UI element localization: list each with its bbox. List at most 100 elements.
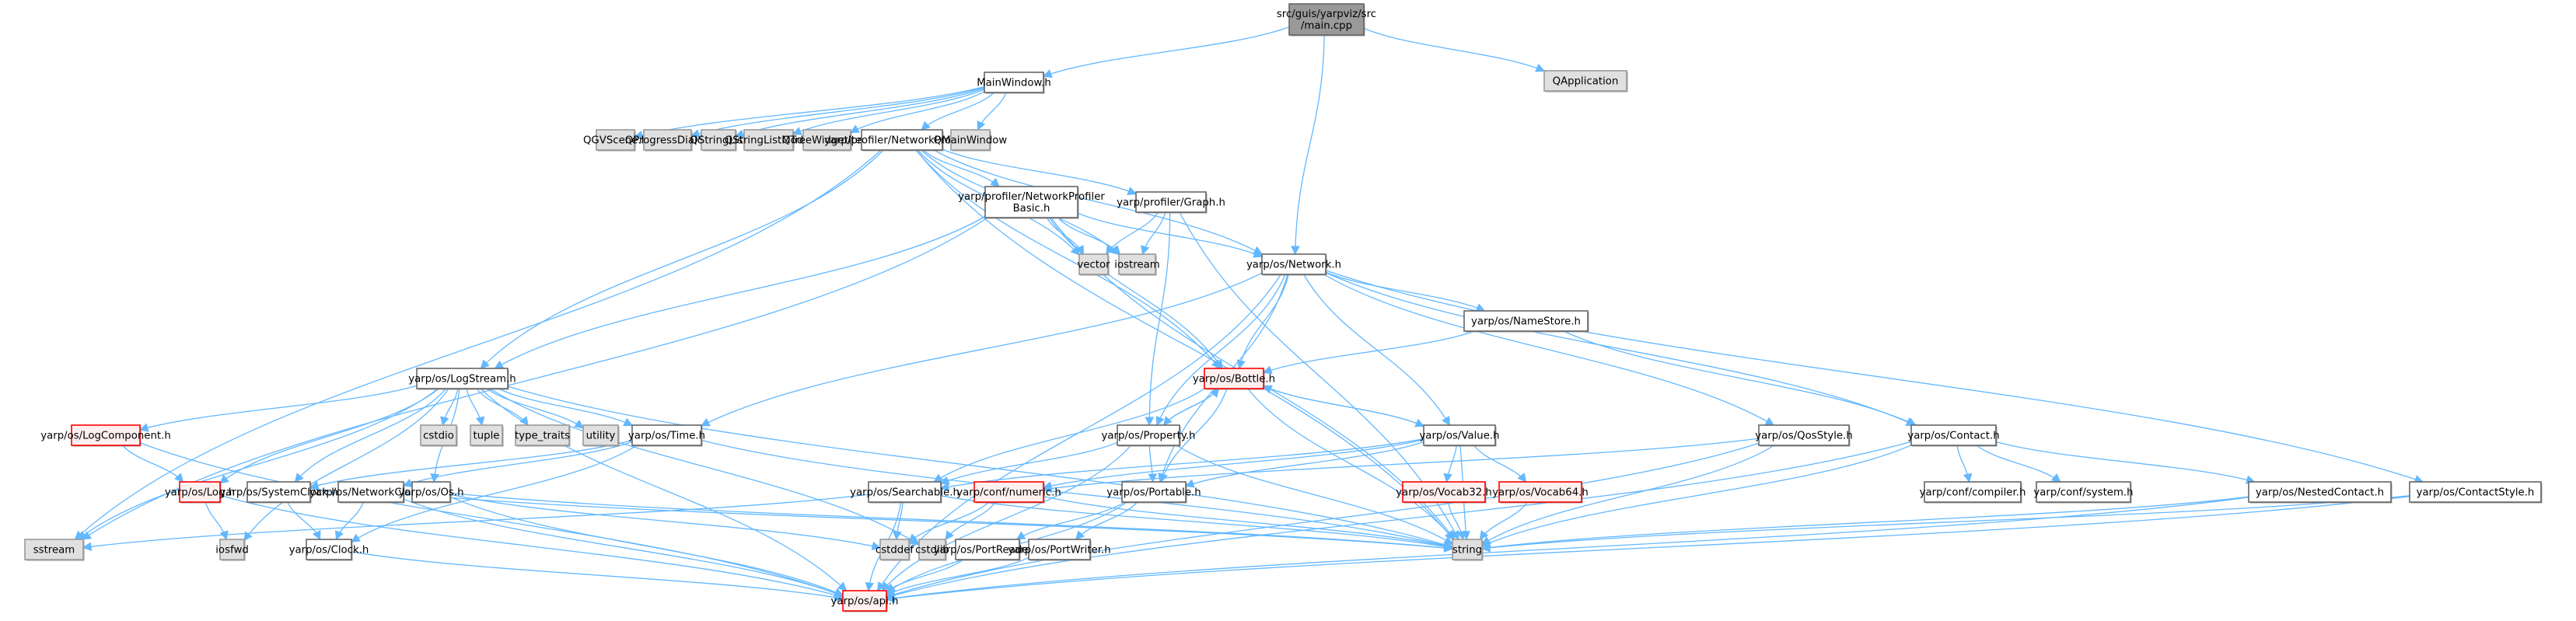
edge-LogComponent-to-api — [139, 441, 844, 598]
node-Portable[interactable]: yarp/os/Portable.h — [1106, 481, 1201, 504]
node-label: yarp/os/LogComponent.h — [40, 431, 171, 442]
node-LogStream[interactable]: yarp/os/LogStream.h — [408, 368, 516, 390]
node-box — [1204, 368, 1264, 389]
node-label: QStringListModel — [725, 135, 813, 147]
edge-NestedContact-to-string — [1480, 496, 2249, 553]
node-cstdlib[interactable]: cstdlib — [915, 539, 949, 561]
node-label: yarp/os/Log.h — [165, 487, 235, 499]
node-label: yarp/os/NestedContact.h — [2256, 487, 2384, 499]
node-QStringListModel[interactable]: QStringListModel — [725, 129, 813, 152]
edges-layer — [74, 26, 2424, 603]
node-Log[interactable]: yarp/os/Log.h — [165, 481, 235, 504]
edge-Network-to-QosStyle — [1323, 274, 1775, 426]
node-main[interactable]: src/guis/yarpviz/src/main.cpp — [1277, 3, 1376, 37]
node-label: /main.cpp — [1301, 20, 1352, 32]
node-label: yarp/os/ContactStyle.h — [2417, 487, 2535, 499]
node-SystemClock[interactable]: yarp/os/SystemClock.h — [219, 481, 338, 504]
node-QGVScene[interactable]: QGVScene.h — [583, 129, 648, 152]
node-label: yarp/conf/compiler.h — [1920, 487, 2026, 499]
node-sstream[interactable]: sstream — [24, 539, 85, 561]
node-Clock[interactable]: yarp/os/Clock.h — [289, 539, 369, 561]
node-ContactStyle[interactable]: yarp/os/ContactStyle.h — [2409, 481, 2543, 504]
node-PortWriter[interactable]: yarp/os/PortWriter.h — [1008, 539, 1111, 561]
edge-MainWindow-to-QTreeWidgetItem — [849, 91, 985, 134]
node-Value[interactable]: yarp/os/Value.h — [1419, 424, 1500, 447]
node-string[interactable]: string — [1452, 539, 1484, 561]
node-QStringList[interactable]: QStringList — [690, 129, 747, 152]
node-Bottle[interactable]: yarp/os/Bottle.h — [1193, 368, 1275, 390]
node-label: yarp/os/Os.h — [399, 487, 464, 499]
node-QApplication[interactable]: QApplication — [1543, 70, 1628, 92]
node-QProgressDialog[interactable]: QProgressDialog — [625, 129, 711, 152]
edge-MainWindow-to-QStringListModel — [792, 89, 985, 135]
node-Vocab64[interactable]: yarp/os/Vocab64.h — [1492, 481, 1589, 504]
node-QTreeWidgetItem[interactable]: QTreeWidgetItem — [782, 129, 872, 152]
node-iosfwd[interactable]: iosfwd — [215, 539, 249, 561]
node-label: MainWindow.h — [977, 78, 1051, 89]
node-NetworkClock[interactable]: yarp/os/NetworkClock.h — [309, 481, 432, 504]
node-LogComponent[interactable]: yarp/os/LogComponent.h — [40, 424, 171, 447]
node-NameStore[interactable]: yarp/os/NameStore.h — [1463, 310, 1589, 333]
edge-Property-to-Bottle — [1163, 388, 1220, 426]
edge-numeric-to-cstdlib — [945, 501, 996, 541]
node-utility[interactable]: utility — [582, 424, 620, 447]
node-Time[interactable]: yarp/os/Time.h — [628, 424, 705, 447]
node-label: QStringList — [690, 135, 746, 147]
node-iostream[interactable]: iostream — [1114, 253, 1160, 276]
edge-QosStyle-to-api — [885, 442, 1760, 599]
node-Property[interactable]: yarp/os/Property.h — [1102, 424, 1196, 447]
edge-Portable-to-PortReader — [1015, 501, 1125, 540]
node-box — [950, 129, 991, 151]
node-cstddef[interactable]: cstddef — [876, 539, 914, 561]
node-label: yarp/os/Portable.h — [1106, 487, 1201, 499]
node-label: cstddef — [876, 545, 914, 556]
edge-Contact-to-api — [885, 441, 1912, 600]
node-numeric[interactable]: yarp/conf/numeric.h — [956, 481, 1061, 504]
edge-Searchable-to-sstream — [82, 494, 869, 552]
node-Searchable[interactable]: yarp/os/Searchable.h — [850, 481, 959, 504]
node-Network[interactable]: yarp/os/Network.h — [1246, 253, 1341, 276]
node-QosStyle[interactable]: yarp/os/QosStyle.h — [1755, 424, 1853, 447]
edge-MainWindow-to-QProgressDialog — [690, 86, 985, 138]
edge-MainWindow-to-QStringList — [734, 87, 985, 138]
node-type_traits[interactable]: type_traits — [515, 424, 571, 447]
edge-numeric-to-string — [1043, 495, 1454, 551]
node-box — [955, 539, 1020, 560]
edge-Portable-to-PortWriter — [1075, 501, 1138, 540]
node-label: QProgressDialog — [625, 135, 711, 147]
node-vector[interactable]: vector — [1077, 253, 1110, 276]
node-box — [1261, 253, 1326, 275]
node-MainWindow[interactable]: MainWindow.h — [977, 72, 1051, 94]
edge-LogStream-to-sstream — [77, 388, 439, 540]
node-NestedContact[interactable]: yarp/os/NestedContact.h — [2248, 481, 2392, 504]
node-Os[interactable]: yarp/os/Os.h — [399, 481, 464, 504]
node-system[interactable]: yarp/conf/system.h — [2033, 481, 2134, 504]
node-tuple[interactable]: tuple — [470, 424, 504, 447]
node-QMainWindow[interactable]: QMainWindow — [934, 129, 1008, 152]
node-label: yarp/os/api.h — [831, 596, 899, 608]
edge-PortWriter-to-api — [885, 556, 1029, 596]
node-PortReader[interactable]: yarp/os/PortReader.h — [934, 539, 1042, 561]
node-box — [868, 481, 942, 503]
node-box — [1078, 253, 1109, 275]
node-cstdio[interactable]: cstdio — [420, 424, 458, 447]
node-api[interactable]: yarp/os/api.h — [831, 590, 899, 612]
node-label: QMainWindow — [934, 135, 1008, 147]
node-box — [179, 481, 221, 503]
edge-Os-to-api — [449, 496, 844, 597]
node-box — [515, 424, 570, 446]
node-box — [411, 481, 451, 503]
node-Contact[interactable]: yarp/os/Contact.h — [1907, 424, 2000, 447]
node-box — [420, 424, 457, 446]
edge-Graph-to-vector — [1106, 211, 1159, 255]
node-box — [1463, 310, 1589, 332]
edge-NetworkProfiler-to-Bottle — [915, 149, 1221, 369]
node-label: yarp/conf/system.h — [2033, 487, 2133, 499]
node-compiler[interactable]: yarp/conf/compiler.h — [1920, 481, 2026, 504]
node-box — [416, 368, 509, 389]
node-Vocab32[interactable]: yarp/os/Vocab32.h — [1396, 481, 1492, 504]
node-NetworkProfiler[interactable]: yarp/profiler/NetworkProfiler.h — [824, 129, 980, 152]
node-Graph[interactable]: yarp/profiler/Graph.h — [1117, 191, 1225, 214]
